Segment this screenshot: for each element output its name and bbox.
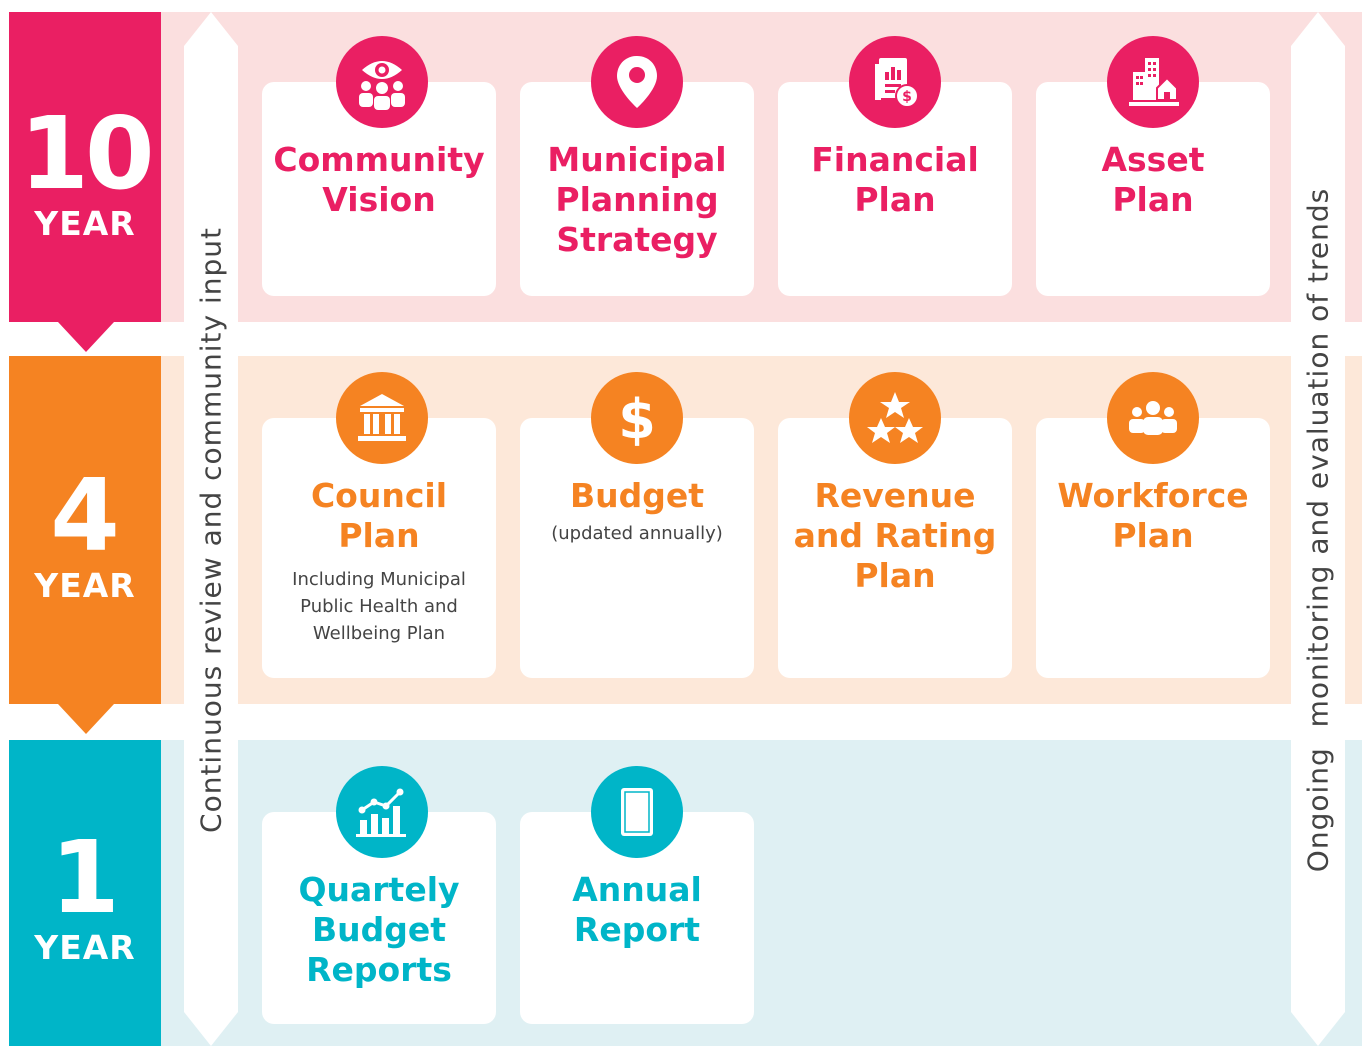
card-title: Annual Report: [572, 870, 702, 949]
one-year-number: 1: [50, 819, 120, 936]
svg-text:$: $: [618, 388, 656, 450]
four-year-text: YEAR: [34, 566, 136, 605]
card-title: Municipal Planning Strategy: [547, 140, 727, 259]
council-building-icon: [336, 372, 428, 464]
municipal-planning-strategy-card: Municipal Planning Strategy: [520, 82, 754, 296]
ten-year-text: YEAR: [34, 204, 136, 243]
one-year-text: YEAR: [34, 928, 136, 967]
card-subtitle: (updated annually): [551, 523, 723, 544]
card-subtitle: Including Municipal Public Health and We…: [292, 569, 466, 644]
revenue-rating-plan-card: Revenue and Rating Plan: [778, 418, 1012, 678]
card-title: Community Vision: [273, 140, 485, 219]
community-vision-icon: [336, 36, 428, 128]
four-year-number: 4: [50, 457, 120, 574]
card-title: Financial Plan: [811, 140, 979, 219]
card-title: Revenue and Rating Plan: [793, 476, 997, 595]
location-pin-icon: [591, 36, 683, 128]
ongoing-monitoring-text: Ongoing monitoring and evaluation of tre…: [1301, 187, 1335, 873]
dollar-icon: $: [591, 372, 683, 464]
card-title: Budget: [569, 476, 705, 515]
workforce-icon: [1107, 372, 1199, 464]
bar-chart-icon: [336, 766, 428, 858]
four-year-arrow: [58, 704, 114, 734]
four-year-label: 4 YEAR: [9, 356, 161, 704]
stars-icon: [849, 372, 941, 464]
card-title: Asset Plan: [1101, 140, 1205, 219]
ten-year-number: 10: [19, 95, 154, 212]
ten-year-label: 10 YEAR: [9, 12, 161, 322]
card-title: Workforce Plan: [1057, 476, 1249, 555]
financial-document-icon: $: [849, 36, 941, 128]
one-year-label: 1 YEAR: [9, 740, 161, 1046]
buildings-icon: [1107, 36, 1199, 128]
report-book-icon: [591, 766, 683, 858]
right-double-arrow: [1291, 12, 1345, 1046]
card-title: Quartely Budget Reports: [298, 870, 460, 989]
continuous-review-text: Continuous review and community input: [194, 227, 228, 833]
card-title: Council Plan: [310, 476, 448, 555]
left-double-arrow: [184, 12, 238, 1046]
svg-text:$: $: [902, 89, 912, 105]
ten-year-arrow: [58, 322, 114, 352]
